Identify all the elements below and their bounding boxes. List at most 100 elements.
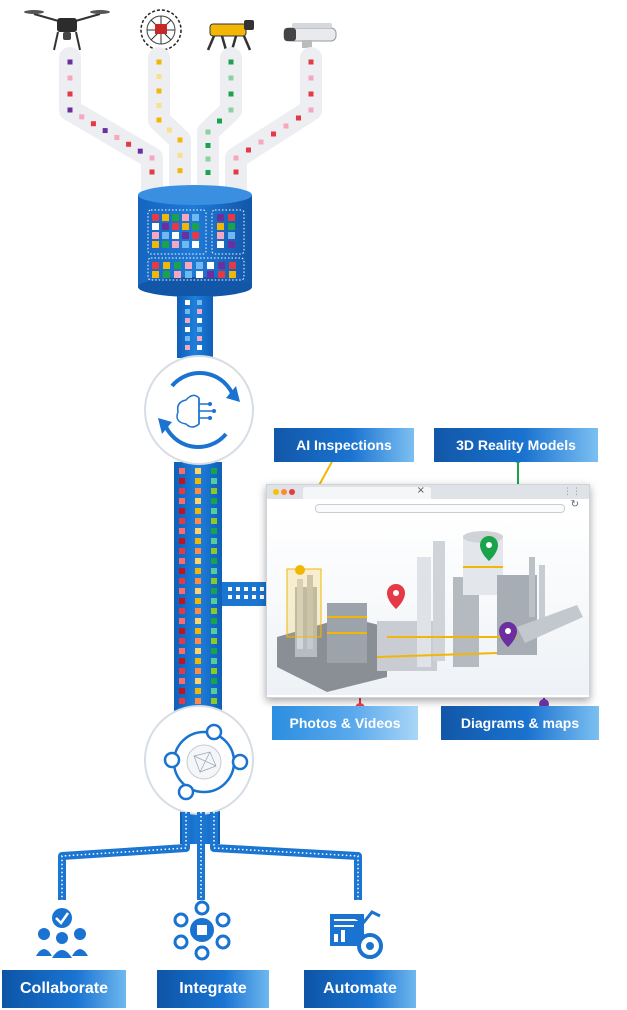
data-cell bbox=[152, 271, 159, 278]
data-packet bbox=[260, 587, 264, 591]
data-packet bbox=[197, 318, 202, 323]
data-packet bbox=[197, 300, 202, 305]
reality-models-label[interactable]: 3D Reality Models bbox=[434, 428, 598, 462]
data-cell bbox=[228, 214, 235, 221]
reload-icon[interactable]: ↻ bbox=[570, 499, 579, 510]
data-packet bbox=[205, 129, 211, 135]
browser-connector bbox=[222, 582, 268, 606]
data-packet bbox=[211, 548, 217, 554]
data-packet bbox=[211, 488, 217, 494]
data-packet bbox=[195, 528, 201, 534]
ai-processing-icon bbox=[144, 355, 254, 465]
collaborate-label[interactable]: Collaborate bbox=[2, 970, 126, 1008]
industrial-plant-3d-model[interactable] bbox=[267, 517, 589, 695]
data-packet bbox=[217, 118, 222, 124]
data-packet bbox=[179, 608, 185, 614]
data-cell bbox=[182, 214, 189, 221]
data-packet bbox=[167, 127, 172, 133]
data-packet bbox=[195, 518, 201, 524]
data-packet bbox=[236, 595, 240, 599]
data-cell bbox=[217, 232, 224, 239]
data-packet bbox=[179, 518, 185, 524]
data-packet bbox=[90, 121, 96, 127]
data-cell bbox=[174, 271, 181, 278]
data-cell bbox=[162, 214, 169, 221]
data-packet bbox=[211, 608, 217, 614]
data-packet bbox=[79, 114, 85, 120]
data-packet bbox=[126, 141, 132, 147]
data-packet bbox=[179, 648, 185, 654]
data-packet bbox=[179, 538, 185, 544]
data-cell bbox=[217, 214, 224, 221]
data-packet bbox=[211, 588, 217, 594]
data-packet bbox=[283, 123, 289, 129]
window-maximize-dot[interactable] bbox=[281, 489, 287, 495]
data-packet bbox=[195, 478, 201, 484]
data-packet bbox=[211, 638, 217, 644]
data-cell bbox=[182, 241, 189, 248]
tab-close-icon[interactable]: × bbox=[416, 485, 425, 496]
automate-label[interactable]: Automate bbox=[304, 970, 416, 1008]
data-packet bbox=[228, 59, 234, 65]
data-packet bbox=[211, 628, 217, 634]
browser-titlebar: × ⋮⋮ bbox=[267, 485, 589, 499]
data-cell bbox=[192, 223, 199, 230]
data-packet bbox=[179, 638, 185, 644]
drone-icon bbox=[24, 10, 110, 51]
data-packet bbox=[211, 468, 217, 474]
data-cell bbox=[218, 262, 225, 269]
data-packet bbox=[195, 498, 201, 504]
trunk-upper bbox=[177, 296, 213, 358]
data-cell bbox=[217, 223, 224, 230]
browser-tab[interactable]: × bbox=[303, 485, 431, 499]
data-cell bbox=[192, 214, 199, 221]
data-packet bbox=[67, 59, 73, 65]
integrate-label[interactable]: Integrate bbox=[157, 970, 269, 1008]
address-bar[interactable] bbox=[315, 504, 565, 513]
data-packet bbox=[179, 668, 185, 674]
data-packet bbox=[211, 698, 217, 704]
automate-analytics-icon bbox=[330, 910, 383, 959]
data-packet bbox=[149, 155, 155, 161]
data-packet bbox=[195, 648, 201, 654]
data-packet bbox=[179, 598, 185, 604]
data-packet bbox=[211, 528, 217, 534]
data-packet bbox=[195, 628, 201, 634]
window-minimize-dot[interactable] bbox=[273, 489, 279, 495]
data-packet bbox=[211, 658, 217, 664]
data-packet bbox=[179, 588, 185, 594]
data-packet bbox=[211, 478, 217, 484]
connector-data-packets bbox=[228, 587, 264, 599]
data-cell bbox=[228, 241, 235, 248]
data-packet bbox=[177, 152, 183, 158]
diagrams-maps-label[interactable]: Diagrams & maps bbox=[441, 706, 599, 740]
data-cell bbox=[152, 223, 159, 230]
data-packet bbox=[244, 587, 248, 591]
database-data-cells bbox=[152, 214, 236, 278]
data-packet bbox=[197, 327, 202, 332]
data-packet bbox=[156, 88, 162, 94]
window-close-dot[interactable] bbox=[289, 489, 295, 495]
data-packet bbox=[211, 498, 217, 504]
data-packet bbox=[252, 587, 256, 591]
data-packet bbox=[211, 678, 217, 684]
data-packet bbox=[185, 345, 190, 350]
data-cell bbox=[229, 262, 236, 269]
ai-inspections-label[interactable]: AI Inspections bbox=[274, 428, 414, 462]
data-packet bbox=[179, 618, 185, 624]
data-packet bbox=[195, 508, 201, 514]
data-packet bbox=[67, 91, 73, 97]
photos-videos-label[interactable]: Photos & Videos bbox=[272, 706, 418, 740]
data-packet bbox=[179, 498, 185, 504]
data-cell bbox=[228, 232, 235, 239]
data-packet bbox=[156, 59, 162, 65]
data-packet bbox=[195, 608, 201, 614]
data-cell bbox=[207, 271, 214, 278]
data-packet bbox=[179, 678, 185, 684]
apps-grid-icon[interactable]: ⋮⋮ bbox=[563, 487, 581, 497]
output-pipe-dashes bbox=[61, 812, 359, 900]
data-packet bbox=[195, 638, 201, 644]
data-packet bbox=[185, 300, 190, 305]
data-cell bbox=[185, 271, 192, 278]
